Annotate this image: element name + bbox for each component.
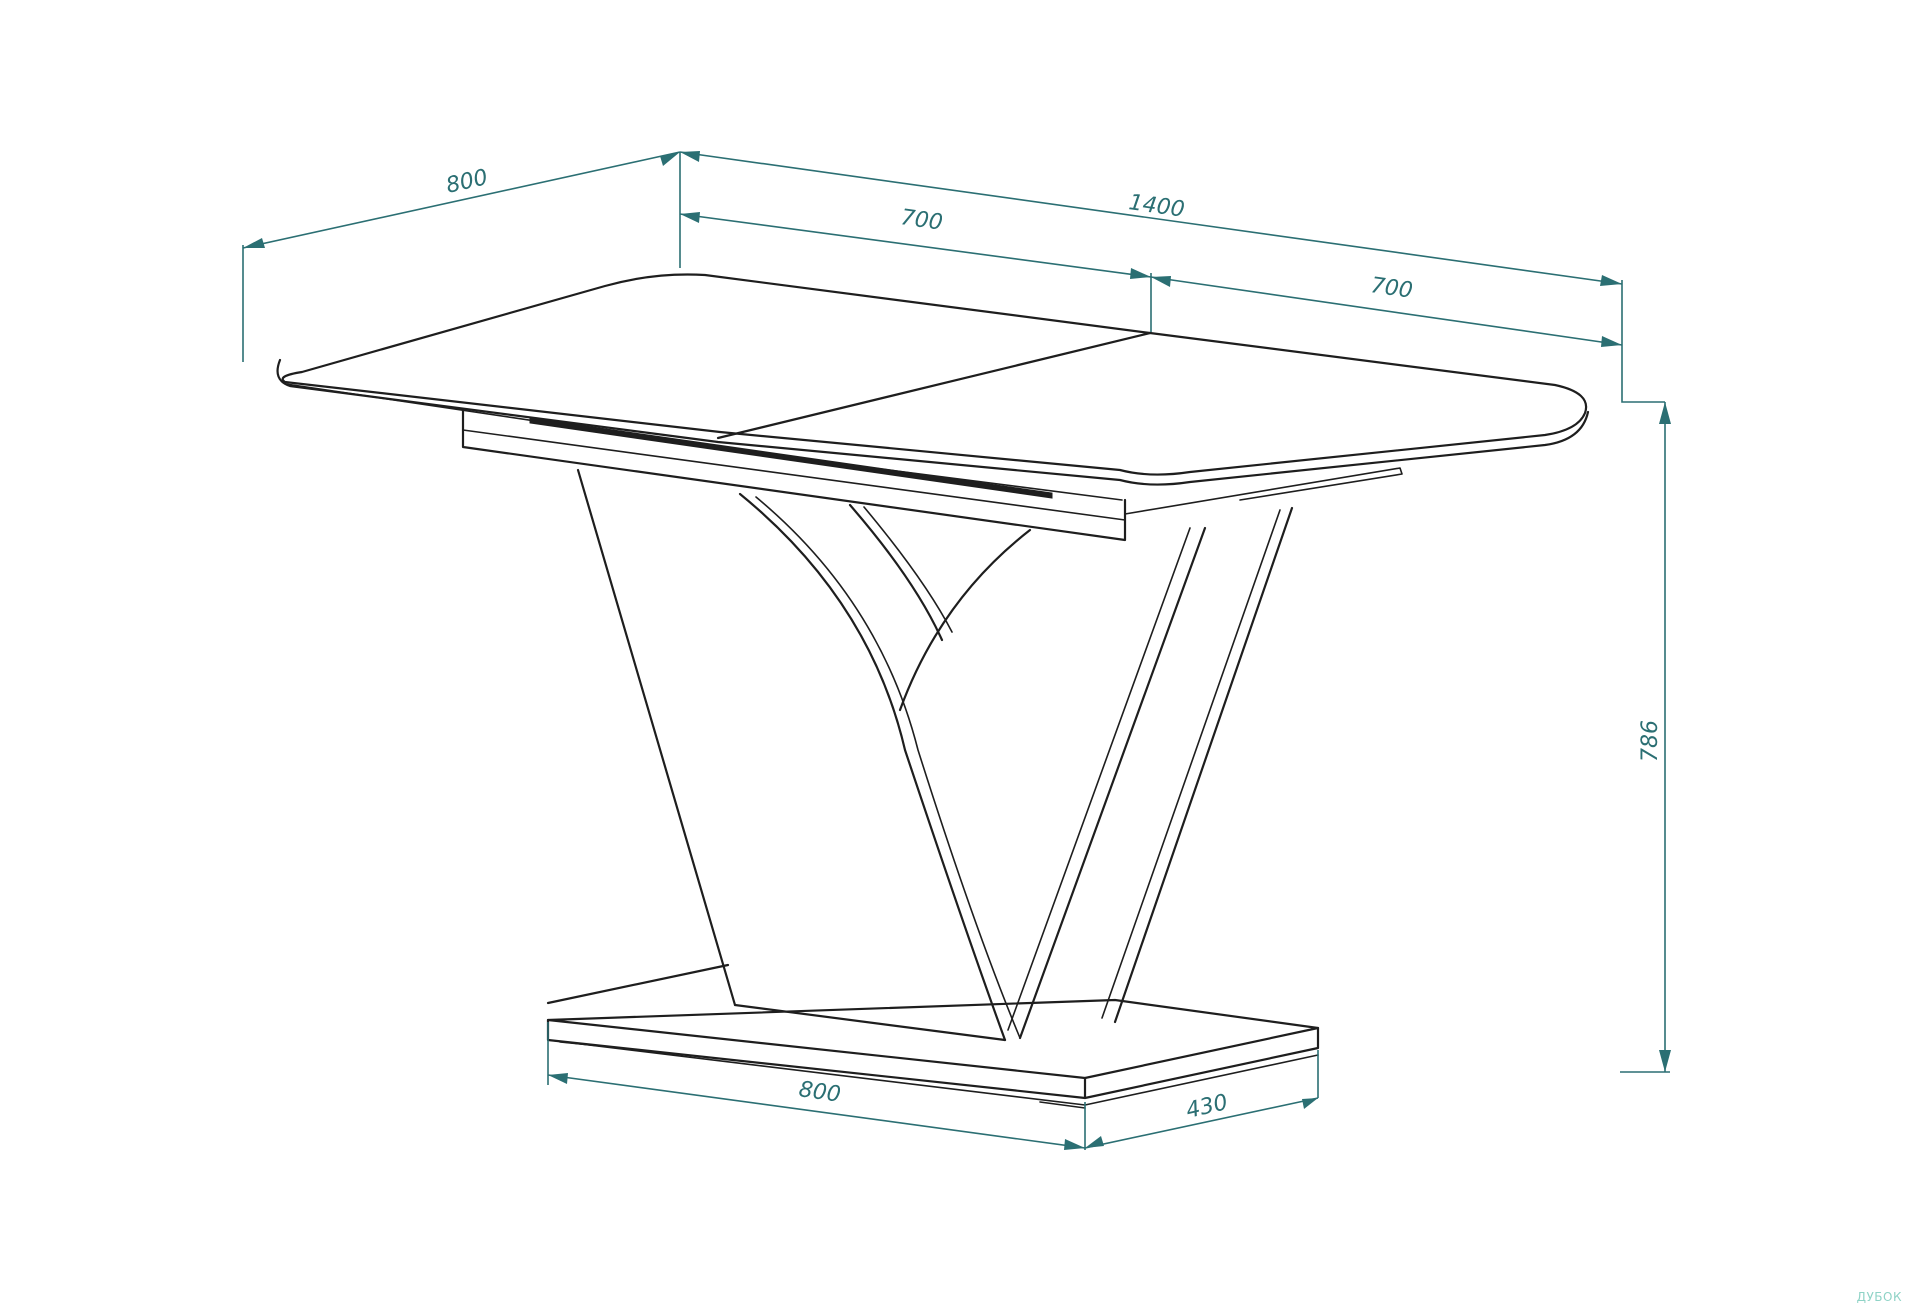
right-leg-back: [1113, 506, 1294, 1024]
left-leg-bottom: [733, 1003, 1007, 1042]
label-depth-top: 800: [444, 165, 491, 199]
label-length-extended: 1400: [1127, 190, 1186, 223]
v-curve-right: [848, 503, 944, 642]
dim-line-base-length: [547, 1074, 1086, 1149]
base-foot-right: [1039, 1101, 1086, 1109]
label-height: 786: [1638, 720, 1663, 762]
v-curve-right-inner: [863, 506, 953, 633]
dim-line-section-right: [1150, 276, 1623, 346]
label-section-right: 700: [1369, 273, 1414, 304]
extension-split-line: [716, 331, 1152, 440]
dim-line-length-extended: [679, 151, 1623, 285]
tabletop-surface: [281, 273, 1588, 476]
watermark-logo: ДУБОК: [1856, 1290, 1902, 1304]
label-base-length: 800: [797, 1077, 842, 1108]
v-curve-outer: [738, 492, 1007, 1042]
under-frame-top: [462, 429, 1126, 521]
left-leg: [576, 468, 737, 1007]
base-foot-left: [559, 1041, 601, 1047]
right-leg-front: [1018, 526, 1207, 1040]
v-curve-inner: [755, 496, 1021, 1039]
dim-line-section-left: [679, 213, 1152, 278]
right-runner: [1124, 467, 1403, 515]
v-curve-back: [898, 528, 1032, 712]
dim-line-base-width: [1084, 1097, 1319, 1149]
right-leg-inner: [1007, 527, 1191, 1031]
dim-line-depth-top: [242, 151, 681, 249]
dimension-lines: [242, 151, 1671, 1150]
extension-slot: [529, 417, 1053, 499]
dimension-labels: 800 1400 700 700 786 800 430: [444, 165, 1663, 1124]
base-top: [546, 963, 1320, 1080]
label-section-left: 700: [899, 205, 944, 236]
right-leg-back-inner: [1101, 509, 1281, 1019]
table-illustration: [276, 273, 1590, 1109]
tabletop-edge: [276, 358, 1590, 486]
